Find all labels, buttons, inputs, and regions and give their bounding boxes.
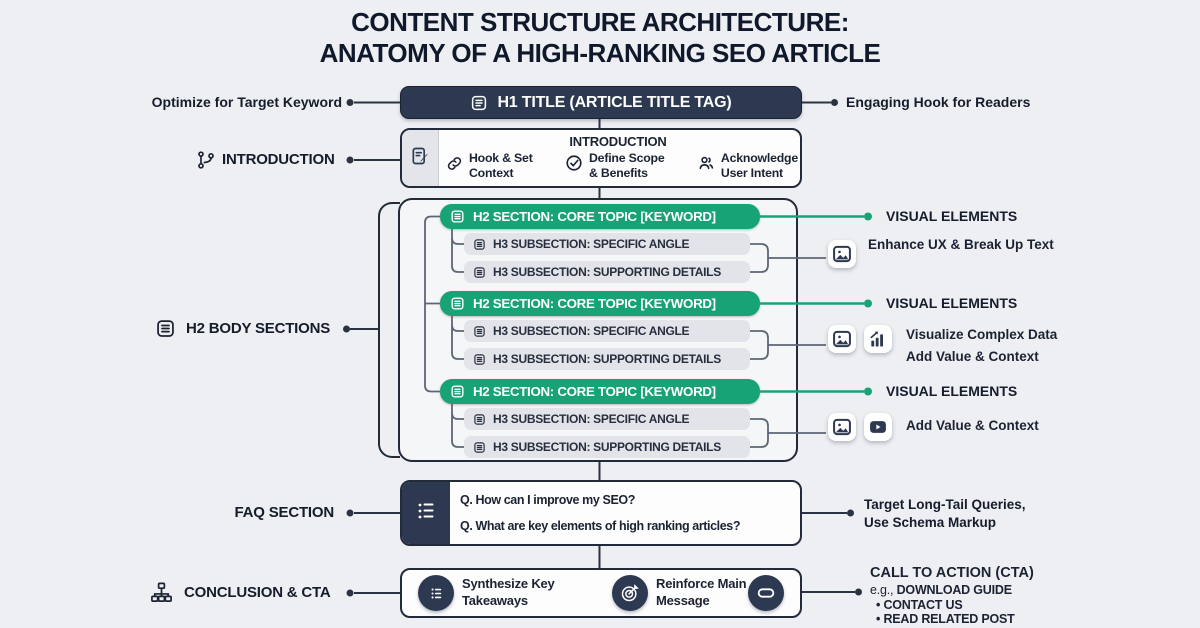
- h3-subsection-label: H3 SUBSECTION: SPECIFIC ANGLE: [493, 324, 690, 338]
- intro-item-label: User Intent: [720, 165, 783, 180]
- image-icon: [828, 240, 856, 268]
- intro-item-scope: Define Scope& Benefits: [565, 151, 665, 181]
- conclusion-box: [400, 568, 802, 618]
- visual-elements-heading: VISUAL ELEMENTS: [886, 383, 1018, 399]
- document-icon: [450, 384, 465, 399]
- h1-title-label: H1 TITLE (ARTICLE TITLE TAG): [497, 93, 732, 111]
- conclusion-item-label: Reinforce Main Message: [656, 576, 747, 610]
- image-icon: [828, 325, 856, 353]
- body-sections-bracket: [378, 202, 400, 458]
- h2-section-bar: H2 SECTION: CORE TOPIC [KEYWORD]: [440, 204, 760, 229]
- cta-eg-prefix: e.g.,: [870, 583, 897, 597]
- visual-elements-label: Visualize Complex Data: [906, 327, 1058, 342]
- h1-left-note: Optimize for Target Keyword: [151, 94, 342, 110]
- document-icon: [470, 94, 488, 112]
- h3-subsection-label: H3 SUBSECTION: SUPPORTING DETAILS: [493, 440, 721, 454]
- page-title-line2: ANATOMY OF A HIGH-RANKING SEO ARTICLE: [319, 38, 881, 68]
- conclusion-item-line: Message: [656, 592, 710, 608]
- h3-subsection-label: H3 SUBSECTION: SUPPORTING DETAILS: [493, 352, 721, 366]
- h2-section-bar: H2 SECTION: CORE TOPIC [KEYWORD]: [440, 379, 760, 404]
- document-icon: [473, 325, 486, 338]
- intro-item-label: Define Scope: [589, 151, 665, 165]
- faq-box: Q. How can I improve my SEO? Q. What are…: [400, 480, 802, 546]
- document-icon: [473, 353, 486, 366]
- conclusion-item-line: Reinforce Main: [656, 576, 747, 591]
- h2-section-label: H2 SECTION: CORE TOPIC [KEYWORD]: [473, 296, 716, 311]
- intro-item-label: Hook & Set: [469, 151, 533, 165]
- cta-bullet: • CONTACT US: [876, 598, 963, 612]
- introduction-strip: [402, 130, 439, 186]
- h3-subsection-bar: H3 SUBSECTION: SPECIFIC ANGLE: [464, 233, 750, 255]
- h1-title-bar: H1 TITLE (ARTICLE TITLE TAG): [400, 86, 802, 119]
- h3-subsection-bar: H3 SUBSECTION: SUPPORTING DETAILS: [464, 436, 750, 458]
- intro-item-label: Acknowledge: [720, 151, 798, 165]
- video-icon: [864, 413, 892, 441]
- h3-subsection-label: H3 SUBSECTION: SPECIFIC ANGLE: [493, 412, 690, 426]
- intro-item-label: Context: [469, 165, 514, 180]
- h3-subsection-label: H3 SUBSECTION: SUPPORTING DETAILS: [493, 265, 721, 279]
- sidebar-label-faq: FAQ SECTION: [234, 504, 335, 521]
- document-icon: [450, 209, 465, 224]
- faq-strip: [402, 482, 450, 544]
- visual-elements-heading: VISUAL ELEMENTS: [886, 295, 1018, 311]
- document-icon: [473, 441, 486, 454]
- faq-question: Q. How can I improve my SEO?: [460, 493, 635, 507]
- image-icon: [828, 413, 856, 441]
- document-icon: [450, 296, 465, 311]
- faq-right-note: Use Schema Markup: [864, 515, 997, 530]
- conclusion-item-line: Takeaways: [462, 592, 528, 608]
- h3-subsection-bar: H3 SUBSECTION: SUPPORTING DETAILS: [464, 348, 750, 370]
- faq-list-icon: [414, 499, 438, 528]
- users-icon: [697, 154, 715, 177]
- page-title-line1: CONTENT STRUCTURE ARCHITECTURE:: [351, 7, 849, 37]
- h2-section-label: H2 SECTION: CORE TOPIC [KEYWORD]: [473, 209, 716, 224]
- h3-subsection-bar: H3 SUBSECTION: SPECIFIC ANGLE: [464, 408, 750, 430]
- cta-eg-label: DOWNLOAD GUIDE: [896, 583, 1012, 597]
- visual-elements-label: Enhance UX & Break Up Text: [868, 237, 1054, 252]
- cta-bullet: • READ RELATED POST: [876, 612, 1015, 626]
- conclusion-item-label: Synthesize Key Takeaways: [462, 576, 555, 610]
- document-icon: [473, 266, 486, 279]
- faq-question: Q. What are key elements of high ranking…: [460, 519, 741, 533]
- target-icon: [612, 575, 648, 611]
- h3-subsection-label: H3 SUBSECTION: SPECIFIC ANGLE: [493, 237, 690, 251]
- conclusion-item-line: Synthesize Key: [462, 576, 555, 591]
- key-takeaways-icon: [418, 575, 454, 611]
- visual-elements-heading: VISUAL ELEMENTS: [886, 208, 1018, 224]
- h3-subsection-bar: H3 SUBSECTION: SUPPORTING DETAILS: [464, 261, 750, 283]
- git-branch-icon: [196, 150, 216, 175]
- check-circle-icon: [565, 154, 583, 177]
- visual-elements-label: Add Value & Context: [906, 349, 1039, 364]
- document-icon: [155, 318, 176, 344]
- cta-example-line: e.g., DOWNLOAD GUIDE: [870, 583, 1012, 597]
- document-icon: [473, 413, 486, 426]
- intro-item-label: & Benefits: [589, 165, 648, 180]
- h3-subsection-bar: H3 SUBSECTION: SPECIFIC ANGLE: [464, 320, 750, 342]
- sidebar-label-introduction: INTRODUCTION: [222, 151, 335, 168]
- visual-elements-label: Add Value & Context: [906, 418, 1039, 433]
- cta-button-icon: [748, 575, 784, 611]
- h2-section-bar: H2 SECTION: CORE TOPIC [KEYWORD]: [440, 291, 760, 316]
- h2-section-label: H2 SECTION: CORE TOPIC [KEYWORD]: [473, 384, 716, 399]
- faq-right-note: Target Long-Tail Queries,: [864, 497, 1026, 512]
- h1-right-note: Engaging Hook for Readers: [846, 94, 1031, 110]
- chart-icon: [864, 325, 892, 353]
- document-icon: [473, 238, 486, 251]
- introduction-heading: INTRODUCTION: [569, 134, 667, 149]
- sidebar-label-body-sections: H2 BODY SECTIONS: [186, 320, 331, 337]
- sidebar-label-conclusion: CONCLUSION & CTA: [184, 584, 331, 601]
- link-icon: [446, 155, 463, 177]
- edit-note-icon: [410, 146, 430, 171]
- cta-heading: CALL TO ACTION (CTA): [870, 565, 1034, 581]
- sitemap-icon: [150, 581, 173, 609]
